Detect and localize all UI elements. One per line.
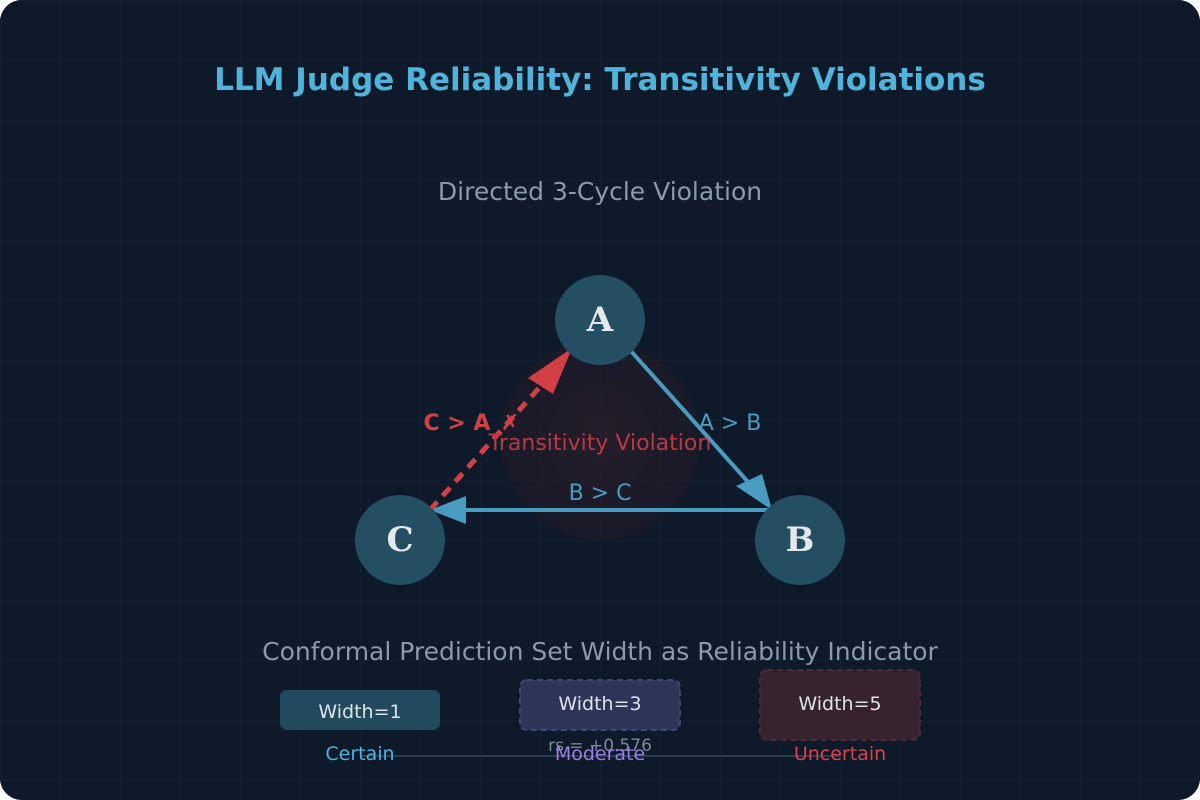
conformal-title: Conformal Prediction Set Width as Reliab… [262,637,938,666]
diagram-subtitle: Directed 3-Cycle Violation [438,177,762,206]
node-b-label: B [786,520,815,560]
width-box-5-label: Width=5 [798,693,881,715]
arrowhead-c-to-a [528,348,572,394]
category-uncertain: Uncertain [794,743,886,765]
width-box-1 [280,690,440,730]
category-certain: Certain [325,743,394,765]
edge-c-to-a [428,368,557,512]
node-c-label: C [386,520,413,560]
node-b [755,495,845,585]
category-moderate: Moderate [555,743,645,765]
width-box-3 [519,679,681,731]
violation-label: Transitivity Violation [488,431,712,456]
node-a-label: A [586,300,614,340]
arrowhead-b-to-c [430,496,466,524]
edge-a-to-b [628,348,759,494]
arrowhead-a-to-b [736,474,772,510]
edge-label-b-c: B > C [569,481,632,506]
width-box-1-label: Width=1 [318,701,401,723]
correlation-label: rs = +0.576 [548,736,652,756]
violation-mark: ✗ [501,411,519,436]
width-box-3-label: Width=3 [558,693,641,715]
edge-label-c-a: C > A [424,411,491,436]
node-c [355,495,445,585]
node-a [555,275,645,365]
width-box-5 [759,669,921,741]
edge-label-a-b: A > B [699,411,762,436]
figure-title: LLM Judge Reliability: Transitivity Viol… [214,62,986,98]
